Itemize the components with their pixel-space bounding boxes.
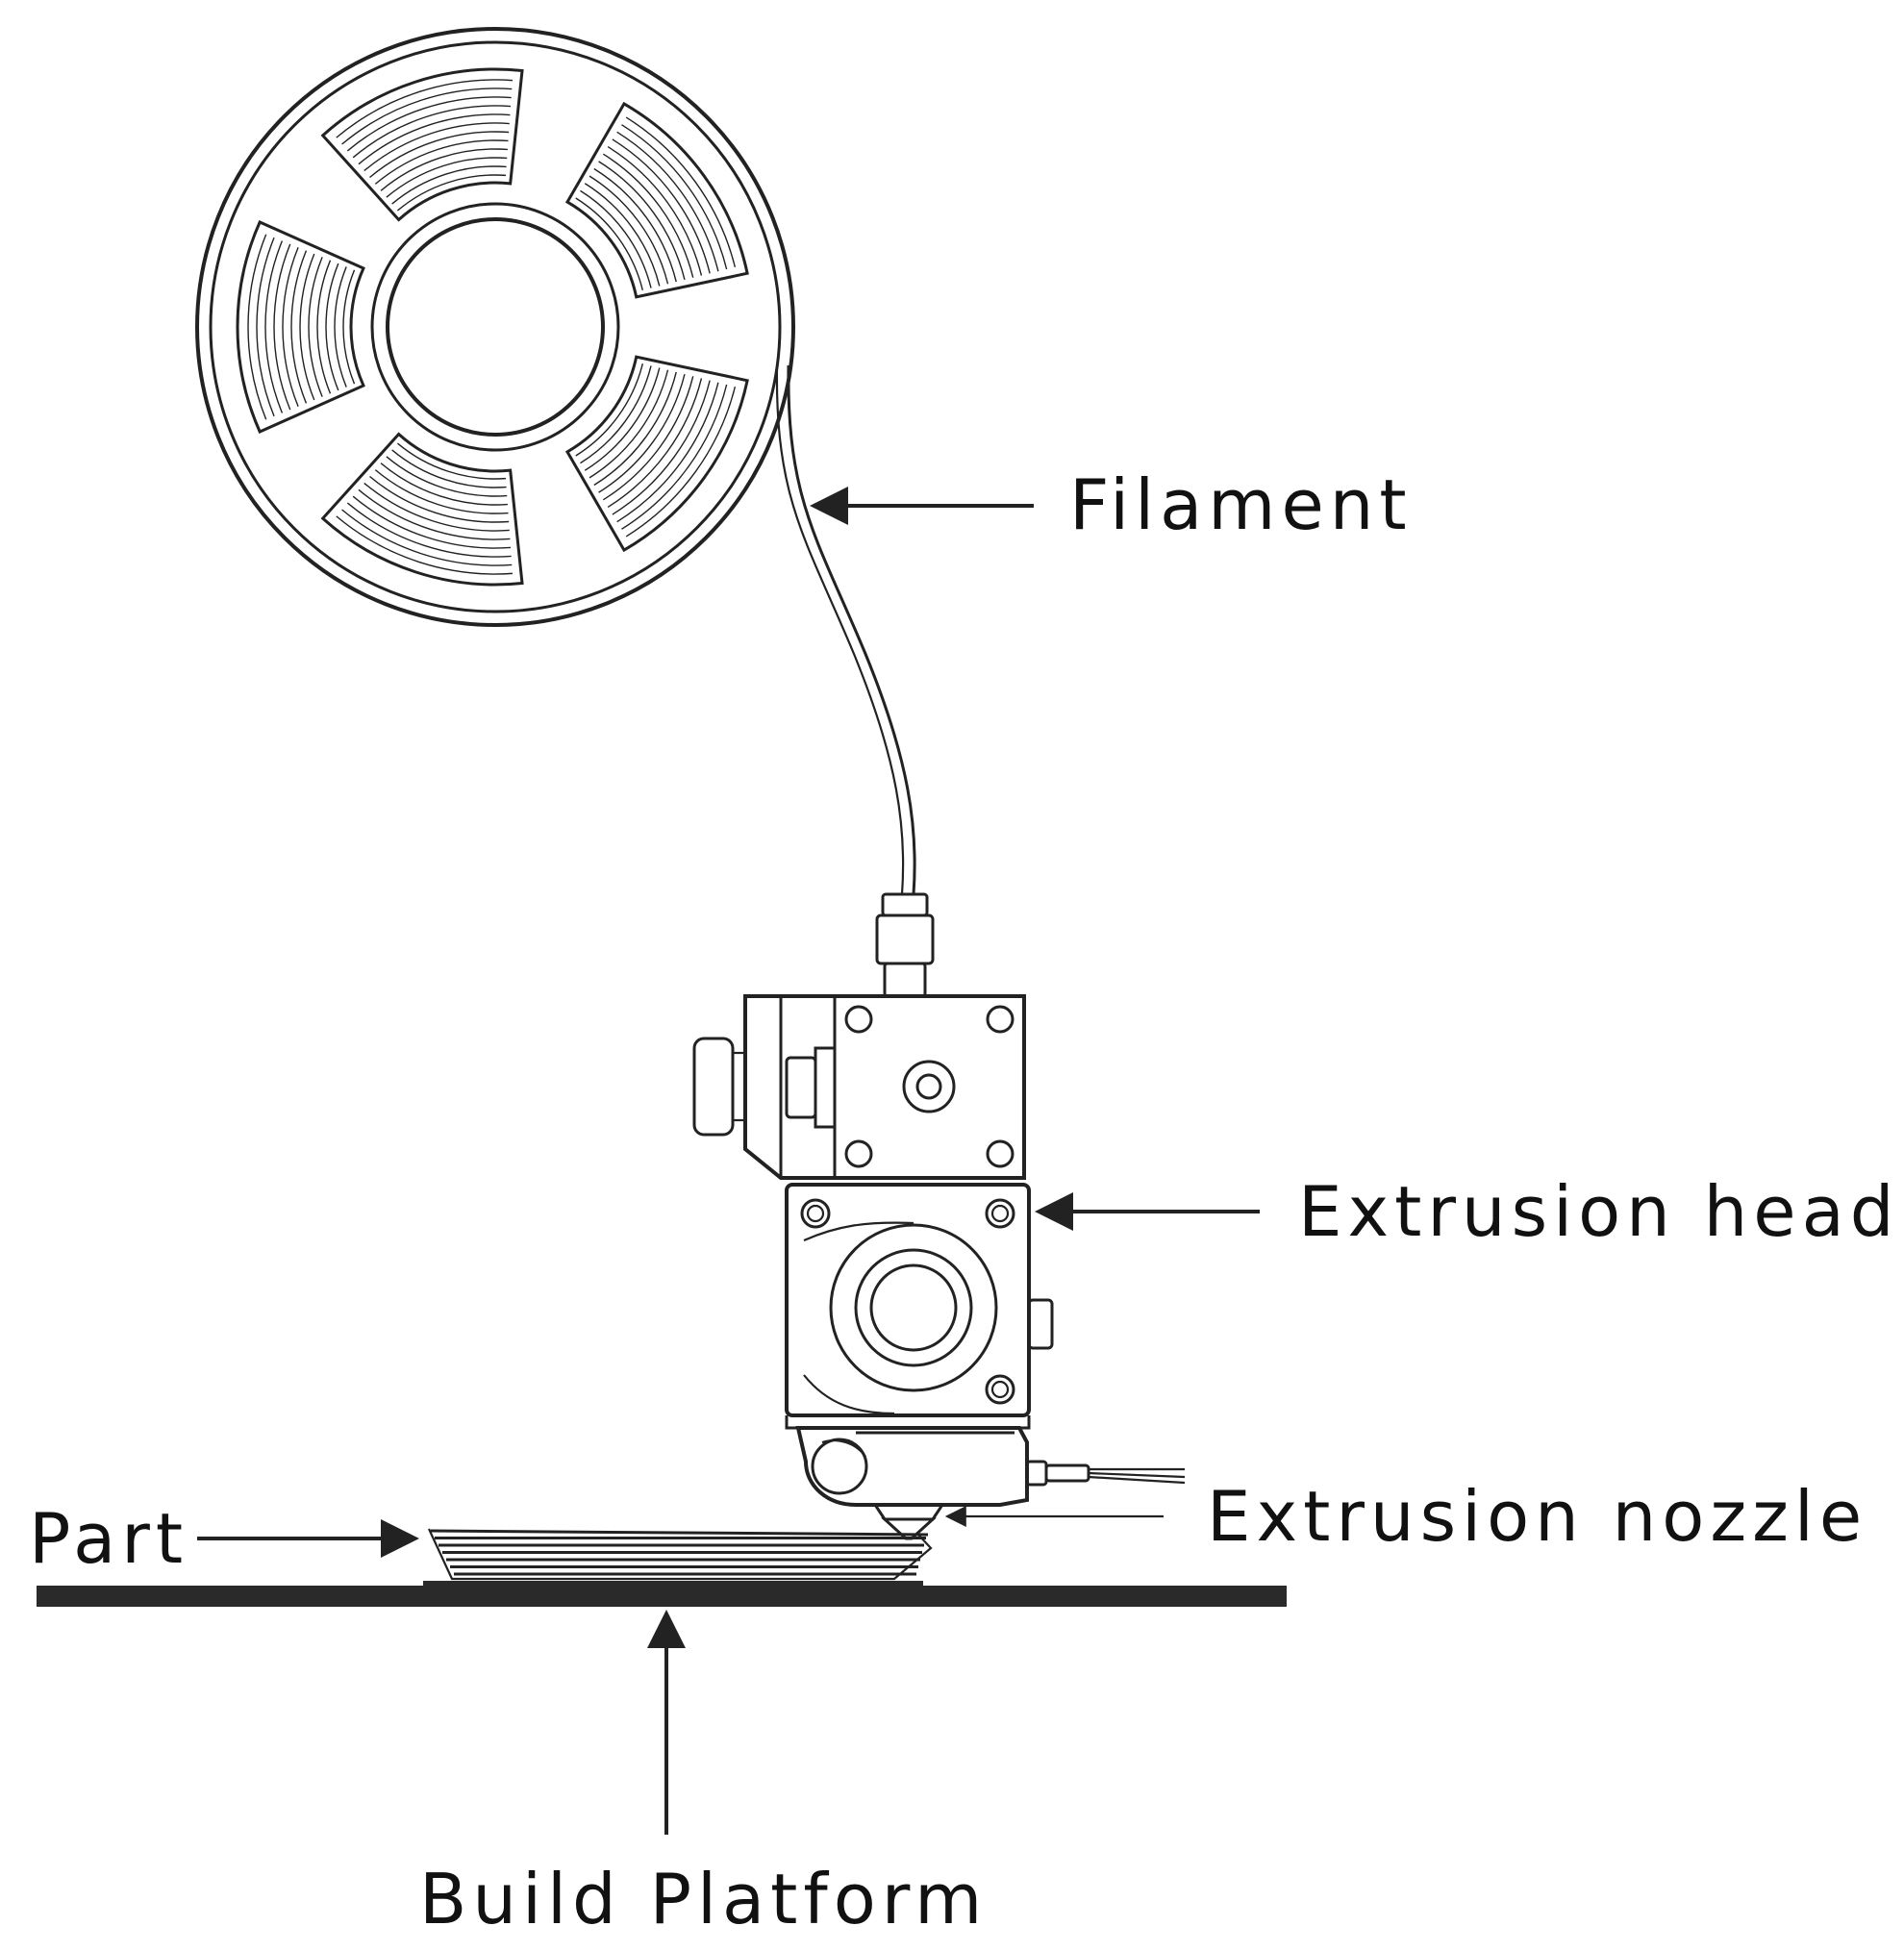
filament-winding [358,113,511,165]
filament-spool [195,27,795,627]
filament-winding [363,122,510,172]
filament-winding [352,495,512,549]
filament-winding [352,105,512,159]
filament-winding [621,384,728,530]
filament-winding [299,253,315,401]
filament-winding [598,161,686,281]
spool-window [320,432,524,587]
part-outline [428,1528,933,1581]
filament-winding [391,165,507,205]
filament-winding [391,449,507,488]
filament-winding [625,116,737,267]
filament-winding [602,376,694,501]
printed-part [428,1528,933,1581]
filament-winding [374,469,509,514]
filament-winding [380,148,508,191]
build-platform-label: Build Platform [419,1859,988,1939]
part-layers [428,1528,933,1581]
filament-winding [374,139,509,185]
filament-winding [336,79,513,138]
filament-winding [290,250,308,404]
filament-winding [273,243,291,411]
build-platform-pad [423,1581,923,1588]
filament-winding [396,442,507,480]
filament-winding [341,88,513,145]
filament-winding [342,269,356,385]
filament-winding [346,96,512,152]
filament-winding [575,363,643,457]
filament-winding [380,463,508,506]
filament-winding [598,373,686,493]
spool-window [236,220,365,434]
filament-winding [575,197,643,290]
filament-winding [607,378,703,509]
filament-winding [625,387,737,538]
filament-winding [336,515,513,575]
filament-winding [612,380,711,515]
filament-strand [787,364,916,895]
filament-winding [580,189,652,288]
filament-winding [602,153,694,278]
spool-windows [236,67,749,587]
spool-window [564,355,749,553]
extrusion-head [692,892,1186,1540]
filament-winding [386,456,508,497]
filament-label: Filament [1069,464,1413,545]
extrusion-nozzle-label: Extrusion nozzle [1207,1476,1867,1557]
filament-winding [584,183,661,287]
filament-winding [316,260,332,394]
filament-winding [386,157,508,198]
filament-winding [264,240,284,413]
filament-winding [369,131,510,179]
filament-winding [341,509,513,566]
filament-winding [621,124,728,270]
build-platform [37,1586,1287,1607]
filament-winding [589,175,669,285]
filament-winding [363,482,510,532]
part-label: Part [29,1498,188,1579]
filament-winding [396,174,507,212]
filament-winding [282,246,299,408]
filament-winding [346,502,512,558]
extrusion-head-label: Extrusion head [1298,1171,1899,1252]
filament-winding [593,371,677,487]
filament-winding [256,237,275,417]
filament-winding [334,266,347,388]
filament-winding [584,367,661,471]
filament-winding [607,145,703,276]
filament-winding [580,365,652,464]
part-layer [430,1529,929,1537]
filament-strand-inner [775,364,905,895]
filament-winding [358,488,511,540]
filament-winding [612,138,711,274]
filament-winding [369,475,510,523]
filament-winding [247,234,267,420]
filament-winding [589,369,669,479]
filament-winding [325,263,339,391]
spool-window [564,101,749,299]
filament-winding [616,382,719,523]
spool-window [320,67,524,222]
filament-winding [616,131,719,272]
filament-winding [593,167,677,283]
filament-winding [308,257,323,397]
